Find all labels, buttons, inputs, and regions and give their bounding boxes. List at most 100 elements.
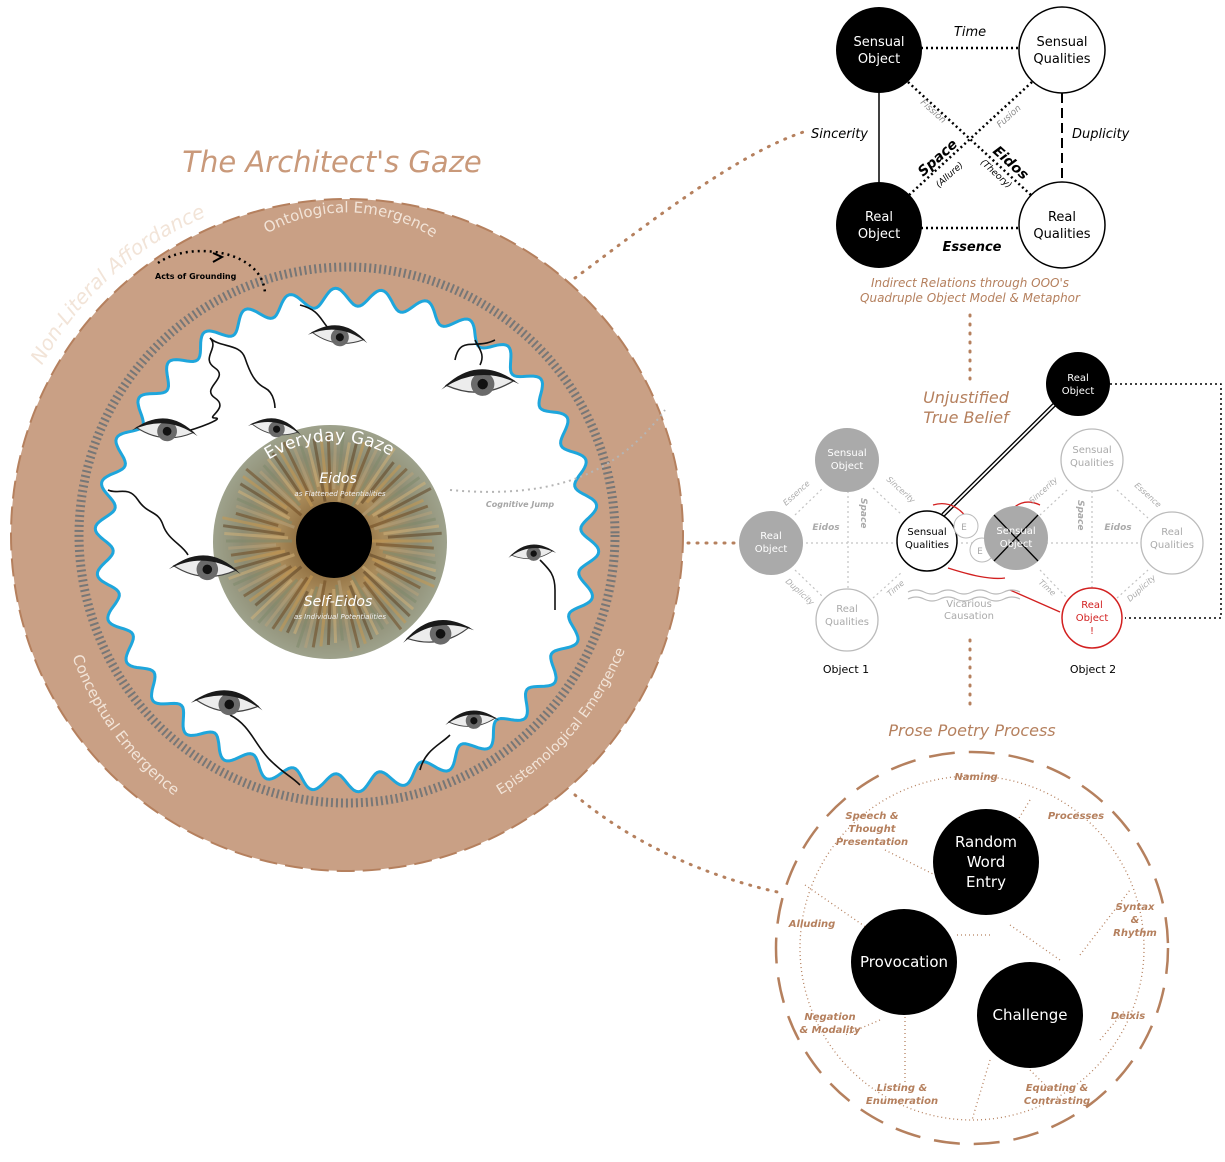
ujtb-o2-sensual-qualities-label-1: Sensual: [1072, 445, 1111, 456]
iris-streak: [341, 441, 359, 499]
ujtb-time-label-1: Time: [885, 578, 906, 598]
ujtb-small-e-node-1: [953, 513, 979, 539]
iris-streak: [319, 435, 329, 498]
quad-caption-1: Indirect Relations through OOO's: [871, 276, 1069, 290]
iris-streak: [371, 557, 435, 588]
ujtb-vicarious-label-1: Vicarious: [946, 599, 992, 610]
iris-streak: [361, 565, 415, 611]
quad-caption-2: Quadruple Object Model & Metaphor: [860, 291, 1081, 305]
iris-streak: [378, 517, 437, 533]
ujtb-sensual-qualities-node: [896, 510, 958, 572]
syntax-label-1: Syntax: [1116, 902, 1155, 913]
iris-streak: [345, 441, 366, 496]
iris-streak: [303, 583, 323, 649]
iris-streak: [224, 532, 289, 540]
equating-label-2: Contrasting: [1024, 1096, 1090, 1107]
eyes-group: [131, 325, 557, 729]
iris-streak: [382, 550, 437, 565]
ujtb-space-label-2: Space: [1075, 500, 1085, 530]
eidos-label: Eidos: [319, 471, 356, 487]
iris-streak: [350, 574, 385, 631]
random-word-entry-node: [933, 809, 1039, 915]
iris-streak: [371, 467, 408, 504]
iris-streak: [312, 438, 327, 502]
iris-streak: [350, 444, 389, 508]
connector-dots: [573, 128, 972, 895]
iris-streak: [235, 504, 295, 529]
quad-duplicity-label: Duplicity: [1072, 127, 1130, 142]
ujtb-o1-real-object-node: [739, 511, 803, 575]
iris-streak: [362, 575, 407, 624]
ujtb-time-label-2: Time: [1037, 578, 1058, 598]
ujtb-o1-real-object-label-2: Object: [755, 544, 788, 555]
ujtb-small-e-label-2: E: [977, 547, 983, 557]
iris-streak: [379, 546, 436, 557]
architects-gaze-diagram: The Architect's Gaze Ontological Emergen…: [0, 0, 684, 872]
quad-real-object-label-1: Real: [865, 210, 893, 225]
prose-poetry-process-diagram: Prose Poetry Process Random Word Entry P…: [774, 721, 1170, 1146]
ujtb-space-label-1: Space: [858, 498, 868, 528]
challenge-label: Challenge: [993, 1006, 1068, 1024]
ujtb-o2-sensual-object-label-1: Sensual: [996, 526, 1035, 537]
iris-streak: [332, 431, 338, 490]
iris-streak: [387, 531, 442, 539]
iris-streak: [371, 481, 427, 517]
ujtb-title-2: True Belief: [923, 408, 1011, 427]
ujtb-top-real-object-node: [1046, 352, 1110, 416]
quad-essence-label: Essence: [943, 240, 1002, 255]
iris-streak: [235, 511, 279, 528]
iris-streak: [361, 471, 415, 517]
quad-real-object-node: [836, 182, 922, 268]
ujtb-o1-real-object-label-1: Real: [760, 531, 782, 542]
iris-streak: [332, 588, 338, 643]
iris-streak: [239, 482, 289, 515]
ujtb-duplicity-label-1: Duplicity: [784, 577, 816, 607]
processes-label: Processes: [1048, 811, 1104, 822]
iris-streak: [228, 553, 295, 581]
ujtb-o1-sensual-object-label-1: Sensual: [827, 448, 866, 459]
quad-real-object-label-2: Object: [858, 227, 900, 242]
quad-sensual-qualities-label-1: Sensual: [1036, 35, 1087, 50]
quad-sincerity-label: Sincerity: [811, 127, 868, 142]
ujtb-small-e-label-1: E: [961, 523, 967, 533]
iris-streak: [293, 588, 314, 635]
speech-label-2: Thought: [849, 824, 897, 835]
quad-real-qualities-label-1: Real: [1048, 210, 1076, 225]
iris-streak: [362, 581, 403, 631]
quad-real-qualities-label-2: Qualities: [1033, 227, 1090, 242]
syntax-label-3: Rhythm: [1113, 928, 1157, 939]
pupil: [296, 502, 372, 578]
quad-sensual-qualities-label-2: Qualities: [1033, 52, 1090, 67]
ujtb-red-real-object-label-3: !: [1090, 626, 1094, 637]
iris-streak: [360, 461, 395, 505]
eye-icon: [508, 544, 557, 561]
iris-streak: [248, 565, 298, 603]
eye-icon: [445, 710, 500, 729]
iris-streak: [232, 562, 282, 587]
iris-streak: [222, 516, 282, 532]
iris-streak: [385, 554, 437, 573]
eye-icon: [131, 418, 198, 442]
iris-streak: [377, 487, 432, 518]
challenge-node: [977, 962, 1083, 1068]
iris-streak: [362, 586, 390, 625]
iris-streak: [336, 429, 346, 486]
iris-streak: [350, 442, 374, 494]
unjustified-true-belief-diagram: Unjustified True Belief: [739, 352, 1222, 676]
iris-streak: [236, 497, 293, 525]
prose-title: Prose Poetry Process: [888, 721, 1055, 740]
iris-streak: [326, 592, 332, 645]
random-word-entry-label-3: Entry: [966, 873, 1006, 891]
eye-icon: [307, 325, 368, 347]
quad-fusion-label: Fusion: [995, 103, 1023, 130]
iris-streak: [222, 524, 285, 536]
alluding-label: Alluding: [788, 919, 836, 930]
speech-label-3: Presentation: [836, 837, 908, 848]
acts-of-grounding-label: Acts of Grounding: [155, 272, 237, 281]
quadruple-object-model: Sensual Object Sensual Qualities Real Ob…: [811, 6, 1130, 305]
iris-streak: [237, 564, 287, 593]
ujtb-o1-sensual-object-node: [815, 428, 879, 492]
gaze-title: The Architect's Gaze: [182, 145, 481, 179]
iris-streak: [271, 576, 309, 630]
